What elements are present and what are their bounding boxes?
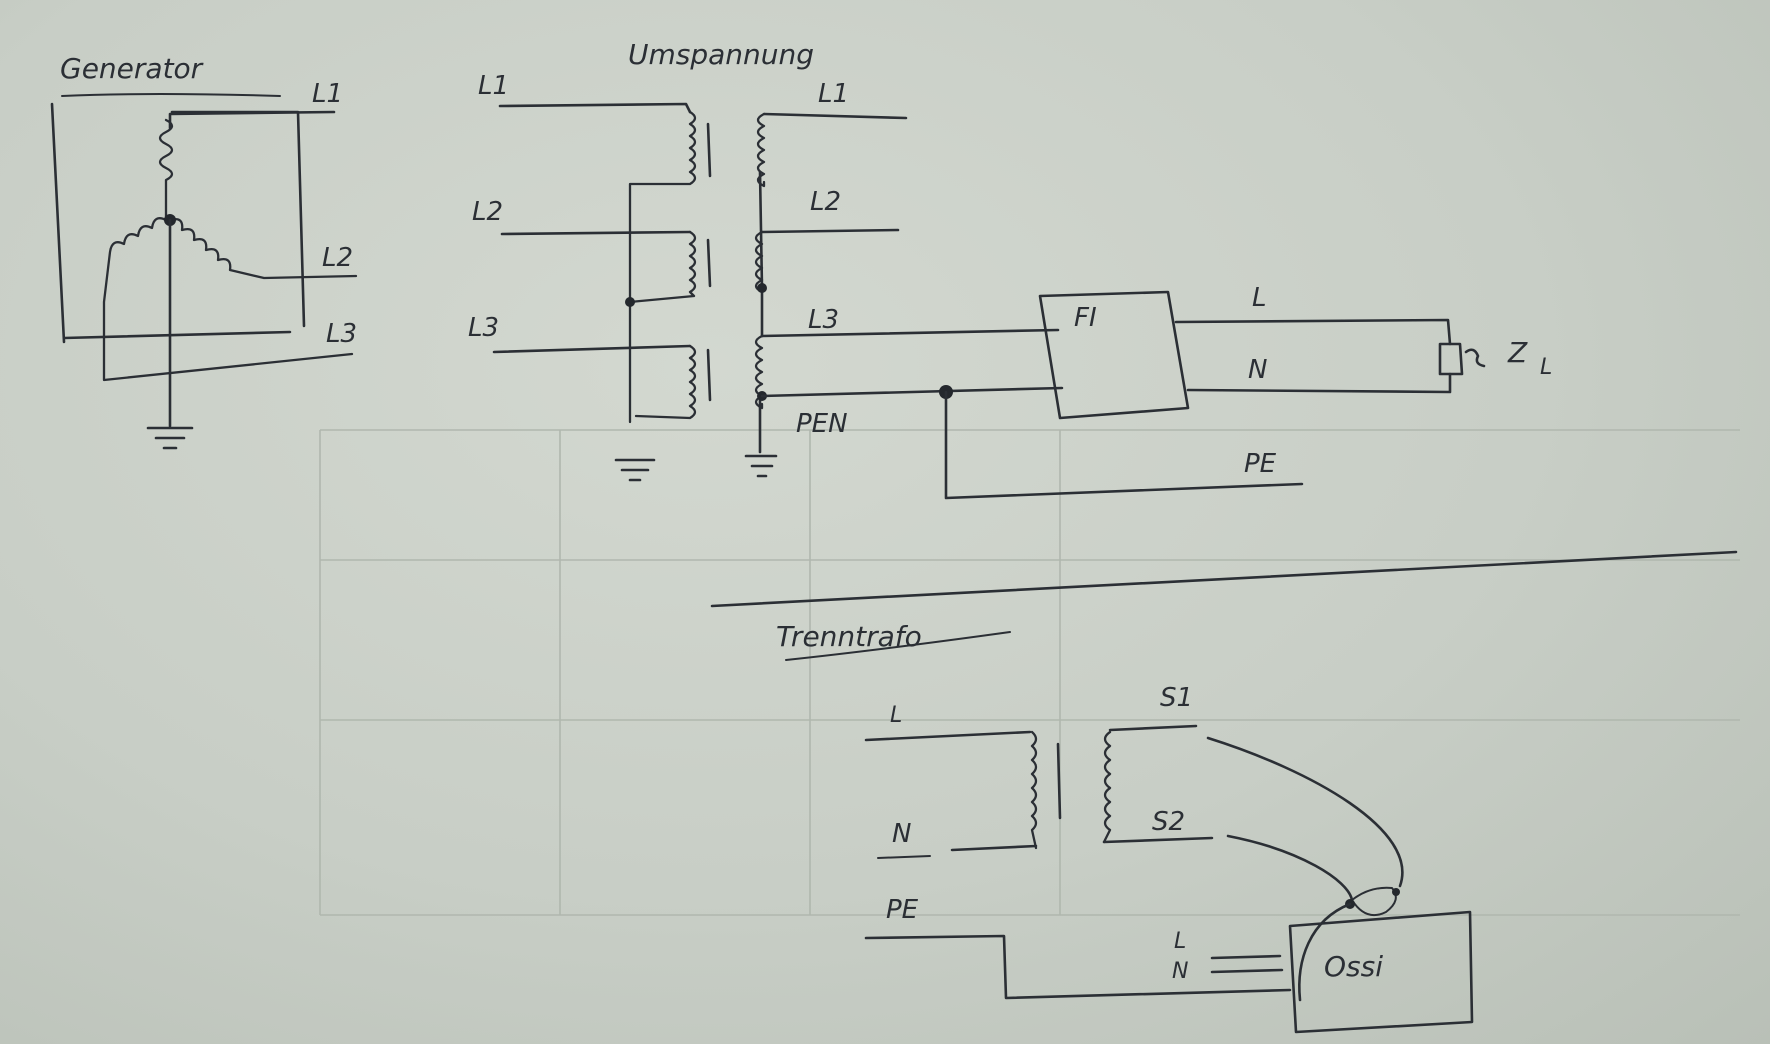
scope-label: Ossi — [1324, 950, 1383, 983]
transformer-primary-coil-2 — [628, 230, 697, 304]
background-grid — [319, 429, 1740, 916]
transformer-secondary-l2-wire — [760, 228, 900, 234]
transformer-primary-coil-3 — [634, 344, 697, 420]
transformer-secondary-l3-wire — [760, 328, 1060, 338]
scope-probe-leads — [1206, 736, 1404, 902]
generator-l3-label: L3 — [326, 319, 357, 349]
isolation-primary-n-wire — [950, 844, 1038, 852]
load-impedance-scribble — [1464, 348, 1486, 368]
isolation-title: Trenntrafo — [776, 620, 922, 653]
transformer-primary-star-point — [625, 297, 635, 307]
transformer-secondary-l1-wire — [762, 112, 908, 120]
generator-housing — [50, 102, 306, 344]
isolation-primary-coil — [1030, 730, 1038, 850]
scope-probe-clip — [1351, 886, 1397, 916]
pe-label: PE — [1244, 449, 1277, 479]
isolation-primary-l-label: L — [890, 703, 902, 728]
pe-wire — [944, 390, 1304, 500]
transformer-secondary-ground-icon — [744, 454, 778, 478]
transformer-title: Umspannung — [628, 38, 814, 71]
transformer-section: Umspannung L1 L2 L3 L1 L2 L3 PEN — [468, 38, 1064, 482]
generator-winding-2 — [168, 217, 358, 280]
transformer-primary-l1-label: L1 — [478, 71, 509, 101]
isolation-pe-label: PE — [886, 895, 919, 925]
isolation-title-underline — [785, 631, 1011, 661]
generator-title-underline — [61, 93, 281, 97]
transformer-secondary-l2-label: L2 — [810, 187, 841, 217]
transformer-primary-ground-icon — [614, 458, 656, 482]
line-label: L — [1252, 283, 1267, 313]
load-sub-label: L — [1540, 355, 1552, 380]
isolation-section: Trenntrafo L N S1 S2 PE Ossi L N — [776, 620, 1474, 1034]
generator-ground-icon — [146, 426, 194, 450]
transformer-secondary-star-wire — [758, 170, 764, 454]
transformer-primary-l2-label: L2 — [472, 197, 503, 227]
transformer-primary-l2-wire — [500, 230, 692, 236]
transformer-primary-l1-wire — [498, 102, 692, 114]
isolation-primary-l-wire — [864, 730, 1032, 742]
isolation-pe-wire — [864, 934, 1292, 1000]
consumer-section: FI PE L N Z L — [939, 283, 1552, 500]
transformer-primary-coil-1 — [628, 110, 697, 424]
neutral-label: N — [1248, 355, 1267, 385]
transformer-secondary-star-point-upper — [757, 283, 767, 293]
isolation-secondary-coil — [1102, 730, 1112, 844]
load-label: Z — [1507, 336, 1528, 369]
transformer-cores — [706, 122, 712, 402]
generator-housing-bottom — [62, 330, 292, 340]
generator-title: Generator — [60, 52, 204, 85]
load-impedance-icon — [1438, 342, 1464, 376]
fi-breaker-box — [1038, 290, 1190, 420]
isolation-s1-label: S1 — [1160, 683, 1193, 713]
scope-probe-cable — [1298, 902, 1352, 1002]
isolation-core — [1056, 742, 1062, 820]
scope-probe-tip-2 — [1392, 888, 1400, 896]
transformer-secondary-l3-label: L3 — [808, 305, 839, 335]
scope-box — [1288, 910, 1474, 1034]
scope-n-label: N — [1172, 959, 1188, 984]
scope-mains-connection — [1210, 954, 1284, 974]
scope-l-label: L — [1174, 929, 1186, 954]
transformer-secondary-coil-1 — [756, 112, 766, 188]
section-divider — [710, 550, 1738, 608]
transformer-pen-wire — [760, 386, 1064, 398]
isolation-primary-n-label: N — [892, 819, 911, 849]
isolation-primary-n-underline — [877, 855, 931, 859]
generator-l1-label: L1 — [312, 79, 343, 109]
transformer-pen-label: PEN — [796, 409, 848, 439]
generator-winding-3 — [102, 217, 354, 382]
transformer-primary-l3-wire — [492, 344, 692, 354]
isolation-s1-wire — [1108, 724, 1198, 732]
fi-breaker-label: FI — [1074, 303, 1097, 333]
generator-l1-wire — [168, 110, 336, 130]
isolation-s2-wire — [1102, 836, 1214, 844]
neutral-wire — [1186, 372, 1452, 394]
generator-section: Generator L1 L2 L3 — [50, 52, 358, 450]
transformer-secondary-l1-label: L1 — [818, 79, 849, 109]
line-wire — [1174, 318, 1452, 346]
transformer-primary-l3-label: L3 — [468, 313, 499, 343]
generator-l2-label: L2 — [322, 243, 353, 273]
isolation-s2-label: S2 — [1152, 807, 1185, 837]
generator-winding-1 — [158, 118, 174, 220]
